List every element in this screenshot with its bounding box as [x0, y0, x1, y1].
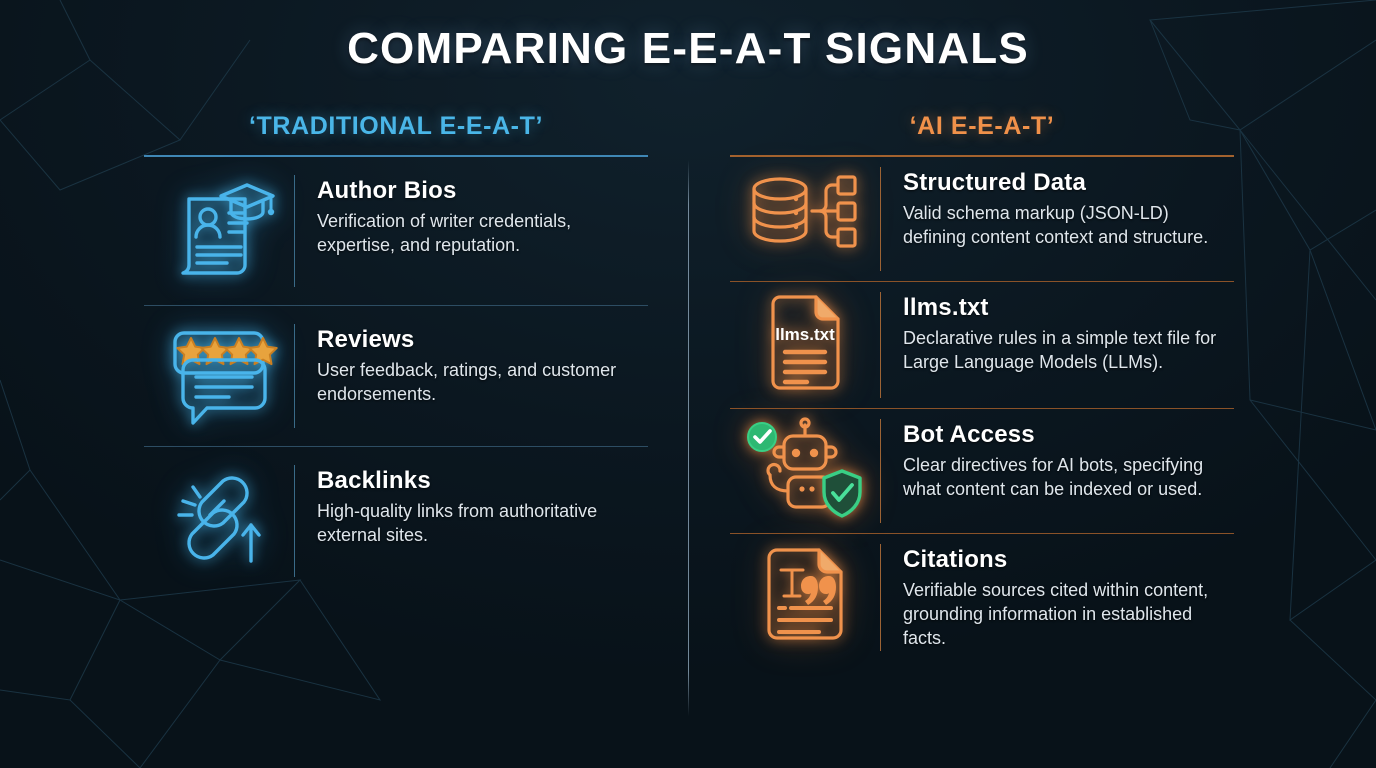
item-vertical-rule: [880, 167, 881, 271]
item-description: Declarative rules in a simple text file …: [903, 328, 1217, 372]
ai-item-list: Structured Data Valid schema markup (JSO…: [730, 157, 1234, 661]
item-separator: [144, 305, 648, 306]
item-text: Author Bios Verification of writer crede…: [295, 175, 648, 258]
traditional-column-heading: ‘TRADITIONAL E-E-A-T’: [248, 112, 544, 140]
item-description: Verifiable sources cited within content,…: [903, 580, 1209, 648]
item-vertical-rule: [294, 465, 295, 577]
ai-column: ‘AI E-E-A-T’: [730, 112, 1234, 661]
traditional-item-list: Author Bios Verification of writer crede…: [144, 157, 648, 595]
item-title: Bot Access: [903, 421, 1035, 448]
item-vertical-rule: [880, 544, 881, 651]
item-title: Author Bios: [317, 177, 457, 204]
citation-quote-document-icon: [730, 544, 880, 648]
item-vertical-rule: [880, 292, 881, 398]
item-description: Clear directives for AI bots, specifying…: [903, 455, 1204, 499]
item-text: Structured Data Valid schema markup (JSO…: [881, 167, 1234, 250]
traditional-column: ‘TRADITIONAL E-E-A-T’: [144, 112, 648, 595]
item-vertical-rule: [294, 324, 295, 428]
author-document-graduation-cap-icon: [144, 175, 294, 287]
page-title: COMPARING E-E-A-T SIGNALS: [347, 24, 1029, 73]
item-separator: [730, 281, 1234, 282]
item-text: llms.txt Declarative rules in a simple t…: [881, 292, 1234, 375]
list-item[interactable]: Citations Verifiable sources cited withi…: [730, 534, 1234, 661]
item-separator: [144, 446, 648, 447]
list-item[interactable]: Reviews User feedback, ratings, and cust…: [144, 306, 648, 446]
star-rating-speech-bubble-icon: [144, 324, 294, 428]
file-icon-label: llms.txt: [775, 325, 835, 344]
item-description: Valid schema markup (JSON-LD) defining c…: [903, 203, 1209, 247]
item-separator: [730, 533, 1234, 534]
ai-column-heading: ‘AI E-E-A-T’: [909, 112, 1055, 140]
robot-shield-check-icon: [730, 417, 880, 523]
database-schema-nodes-icon: [730, 167, 880, 271]
column-divider: [688, 160, 689, 716]
item-description: Verification of writer credentials, expe…: [317, 211, 572, 255]
list-item[interactable]: Backlinks High-quality links from author…: [144, 447, 648, 595]
traditional-heading-rule: [144, 155, 648, 157]
item-text: Bot Access Clear directives for AI bots,…: [881, 419, 1234, 502]
item-separator: [730, 408, 1234, 409]
list-item[interactable]: Author Bios Verification of writer crede…: [144, 157, 648, 305]
item-text: Backlinks High-quality links from author…: [295, 465, 648, 548]
item-title: Citations: [903, 546, 1008, 573]
list-item[interactable]: Structured Data Valid schema markup (JSO…: [730, 157, 1234, 281]
item-title: Backlinks: [317, 467, 431, 494]
chain-link-arrow-icon: [144, 465, 294, 577]
item-text: Citations Verifiable sources cited withi…: [881, 544, 1234, 651]
list-item[interactable]: llms.txt llms.txt Declarative rules in a…: [730, 282, 1234, 408]
text-file-icon: llms.txt: [730, 292, 880, 398]
item-text: Reviews User feedback, ratings, and cust…: [295, 324, 648, 407]
item-title: Reviews: [317, 326, 415, 353]
item-description: High-quality links from authoritative ex…: [317, 501, 598, 545]
item-title: Structured Data: [903, 169, 1087, 196]
list-item[interactable]: Bot Access Clear directives for AI bots,…: [730, 409, 1234, 533]
item-description: User feedback, ratings, and customer end…: [317, 360, 617, 404]
ai-heading-rule: [730, 155, 1234, 157]
item-vertical-rule: [880, 419, 881, 523]
item-vertical-rule: [294, 175, 295, 287]
item-title: llms.txt: [903, 294, 989, 321]
